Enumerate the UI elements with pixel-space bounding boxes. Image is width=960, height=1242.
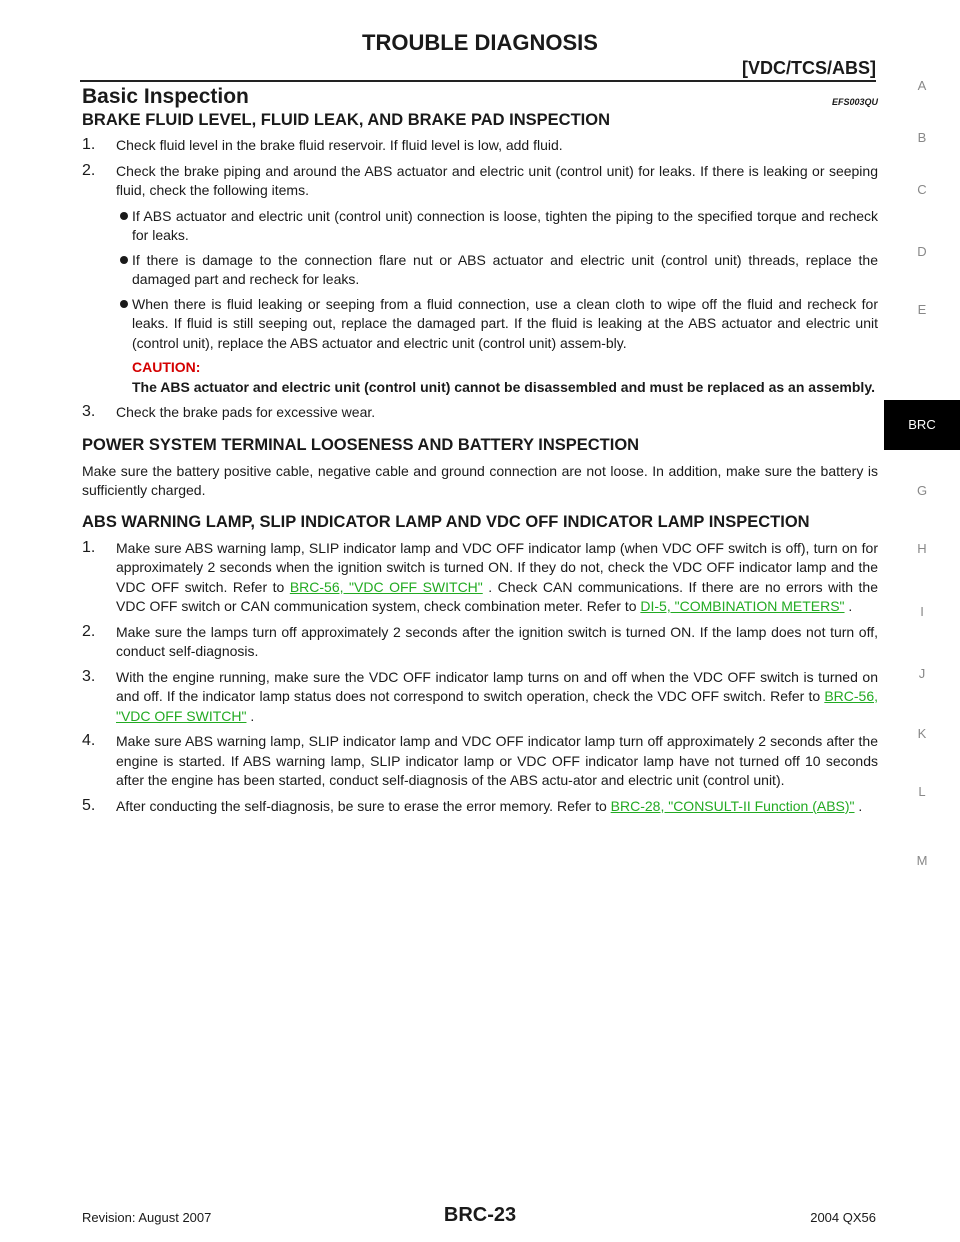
bullet-text: If ABS actuator and electric unit (contr… (132, 207, 878, 244)
text-run: . Check CAN communications. If there are… (116, 578, 879, 615)
subsection-power-system-title: POWER SYSTEM TERMINAL LOOSENESS AND BATT… (82, 435, 640, 454)
section-code: EFS003QU (831, 97, 878, 107)
list-item-text: With the engine running, make sure the V… (116, 668, 878, 727)
list-item-number: 2. (82, 622, 96, 640)
link-di-5[interactable]: DI-5, "COMBINATION METERS" (640, 598, 845, 614)
bullet-icon (120, 255, 128, 264)
link-brc-56[interactable]: BRC-56, "VDC OFF SWITCH" (116, 688, 878, 724)
list-item: 4. Make sure ABS warning lamp, SLIP indi… (82, 732, 878, 791)
bullet-text: If there is damage to the connection fla… (132, 251, 878, 288)
caution-label: CAUTION: (132, 359, 201, 375)
caution-block: CAUTION: The ABS actuator and electric u… (82, 358, 878, 397)
tab-a[interactable]: A (917, 78, 927, 93)
tab-l[interactable]: L (918, 784, 926, 799)
bullet-icon (120, 211, 128, 220)
tab-g[interactable]: G (916, 483, 928, 498)
text-run: Make sure ABS warning lamp, SLIP indicat… (116, 539, 878, 595)
bullet-item: If ABS actuator and electric unit (contr… (82, 207, 878, 246)
list-item-number: 1. (82, 538, 96, 556)
text-run: With the engine running, make sure the V… (116, 668, 878, 705)
tab-k[interactable]: K (917, 726, 927, 741)
document-body: Basic Inspection EFS003QU BRAKE FLUID LE… (82, 84, 878, 822)
list-item: 2. Make sure the lamps turn off approxim… (82, 623, 878, 662)
bullet-icon (120, 299, 128, 308)
list-item: 1. Check fluid level in the brake fluid … (82, 136, 878, 156)
list-item: 3. With the engine running, make sure th… (82, 668, 878, 727)
list-item-number: 5. (82, 796, 96, 814)
list-item-text: Make sure ABS warning lamp, SLIP indicat… (116, 539, 878, 617)
text-run: After conducting the self-diagnosis, be … (116, 797, 611, 814)
caution-text: The ABS actuator and electric unit (cont… (132, 378, 875, 395)
section-title-text: Basic Inspection (82, 85, 249, 108)
tab-e[interactable]: E (917, 302, 927, 317)
list-item-text: Check fluid level in the brake fluid res… (116, 137, 563, 153)
tab-m[interactable]: M (916, 853, 928, 868)
section-title: Basic Inspection EFS003QU (82, 84, 878, 109)
tab-brc[interactable]: BRC (884, 400, 960, 450)
tab-d[interactable]: D (917, 244, 927, 259)
list-item-number: 4. (82, 732, 96, 749)
footer-model: 2004 QX56 (810, 1210, 876, 1225)
footer-revision: Revision: August 2007 (82, 1210, 212, 1225)
list-item-text: Make sure the lamps turn off approximate… (116, 623, 878, 660)
subsection-brake-fluid-title: BRAKE FLUID LEVEL, FLUID LEAK, AND BRAKE… (82, 111, 611, 129)
list-item-number: 3. (82, 403, 96, 420)
bullet-item: If there is damage to the connection fla… (82, 251, 878, 290)
list-item-text: After conducting the self-diagnosis, be … (116, 797, 878, 817)
list-item-number: 3. (82, 667, 96, 685)
list-item-text: Check the brake pads for excessive wear. (116, 404, 376, 420)
tab-j[interactable]: J (918, 666, 926, 681)
page-header-title: TROUBLE DIAGNOSIS (362, 30, 598, 55)
tab-b[interactable]: B (917, 130, 927, 145)
list-item-text: Check the brake piping and around the AB… (116, 162, 878, 199)
text-run: . (246, 707, 255, 724)
power-system-text: Make sure the battery positive cable, ne… (82, 462, 878, 499)
tab-i[interactable]: I (920, 604, 924, 619)
text-run: . (854, 797, 863, 814)
link-brc-56[interactable]: BRC-56, "VDC OFF SWITCH" (289, 578, 483, 595)
bullet-text: When there is fluid leaking or seeping f… (132, 295, 878, 351)
header-divider (80, 80, 876, 82)
list-item: 2. Check the brake piping and around the… (82, 162, 878, 201)
list-item: 3. Check the brake pads for excessive we… (82, 403, 878, 423)
tab-h[interactable]: H (917, 541, 927, 556)
footer-page-number: BRC-23 (443, 1204, 517, 1226)
list-item: 5. After conducting the self-diagnosis, … (82, 797, 878, 817)
tab-c[interactable]: C (917, 182, 927, 197)
list-item: 1. Make sure ABS warning lamp, SLIP indi… (82, 539, 878, 617)
link-brc-28[interactable]: BRC-28, "CONSULT-II Function (ABS)" (610, 797, 855, 814)
text-run: . (844, 598, 853, 614)
page-header-subtitle: [VDC/TCS/ABS] (742, 58, 876, 78)
list-item-text: Make sure ABS warning lamp, SLIP indicat… (116, 733, 878, 788)
list-item-number: 1. (82, 136, 96, 153)
bullet-item: When there is fluid leaking or seeping f… (82, 295, 878, 354)
list-item-number: 2. (82, 161, 96, 179)
subsection-warning-lamp-title: ABS WARNING LAMP, SLIP INDICATOR LAMP AN… (82, 512, 810, 531)
